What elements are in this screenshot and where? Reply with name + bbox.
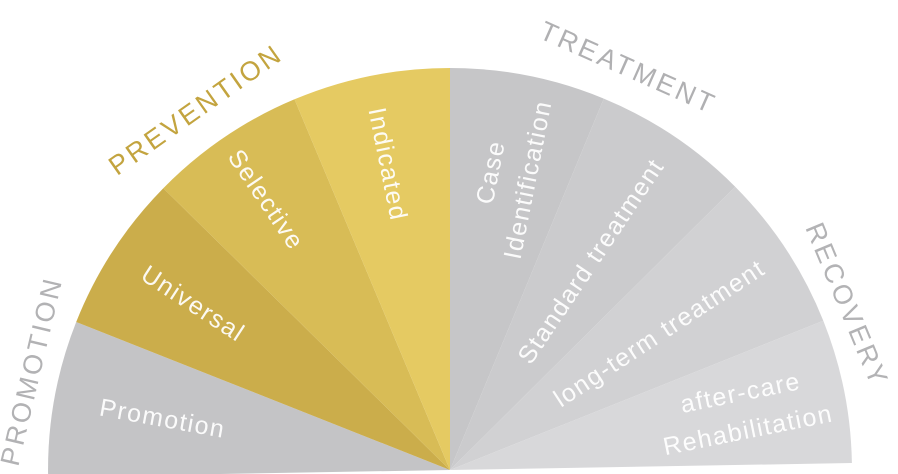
wedge-selective (163, 99, 451, 471)
wedge-long-term-treatment (450, 186, 824, 470)
wedge-standard-treatment (450, 98, 736, 470)
wedge-indicated (294, 68, 450, 470)
wedge-promotion (48, 322, 450, 474)
wedge-after-care (450, 320, 852, 470)
wedge-case-identification (450, 68, 604, 470)
wedge-universal (76, 188, 450, 470)
